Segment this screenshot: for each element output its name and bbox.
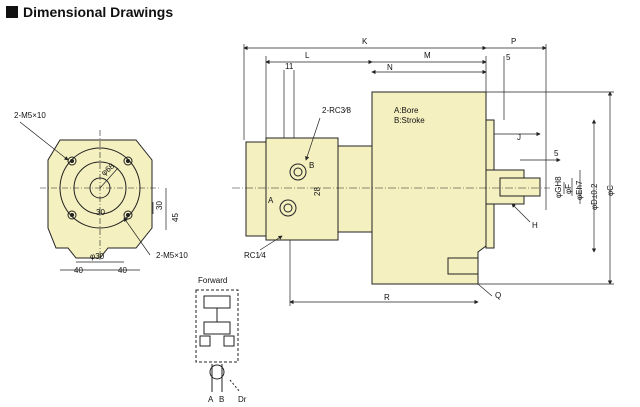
header-square-icon [6, 6, 18, 18]
label-45: 45 [171, 213, 180, 222]
label-5a: 5 [506, 53, 511, 62]
label-forward: Forward [198, 276, 227, 285]
label-rc38: 2-RC3⁄8 [322, 106, 351, 115]
label-R: R [384, 293, 390, 302]
label-sch-a: A [208, 395, 214, 404]
port-b-circle [289, 163, 307, 181]
label-N: N [387, 63, 393, 72]
label-P: P [511, 37, 516, 46]
drawing-labels: 2-M5×10 φ68 30 30 45 φ30 2-M5×10 40 40 K… [14, 37, 615, 404]
label-L: L [305, 51, 310, 60]
label-H: H [532, 221, 538, 230]
label-sch-dr: Dr [238, 395, 247, 404]
label-30: 30 [96, 208, 105, 217]
label-5b: 5 [554, 149, 559, 158]
bolt [447, 257, 479, 275]
dimension-lines [243, 44, 614, 306]
label-J: J [517, 133, 521, 142]
section-header: Dimensional Drawings [6, 3, 173, 21]
label-K: K [362, 37, 368, 46]
label-28: 28 [313, 187, 322, 196]
side-flange [245, 141, 267, 237]
label-Q: Q [495, 291, 501, 300]
label-F: φF [564, 184, 573, 194]
label-port-dim-right: 2-M5×10 [156, 251, 188, 260]
label-30b: 30 [155, 201, 164, 210]
port-block [265, 137, 339, 241]
label-port-a: A [268, 196, 274, 205]
label-M: M [424, 51, 431, 60]
label-rc14: RC1⁄4 [244, 251, 266, 260]
page-title: Dimensional Drawings [23, 4, 174, 20]
label-dia30: φ30 [90, 252, 105, 261]
side-view [232, 91, 550, 285]
label-stroke: B:Stroke [394, 116, 425, 125]
port-a-circle [279, 199, 297, 217]
label-40b: 40 [118, 266, 127, 275]
label-C: φC [606, 185, 615, 196]
neck [337, 145, 373, 233]
label-bore: A:Bore [394, 106, 419, 115]
label-Eh7: φEh7 [575, 180, 584, 200]
label-port-b: B [309, 161, 314, 170]
end-view [19, 121, 167, 271]
label-D: φD±0.2 [590, 183, 599, 210]
shaft-tip [499, 177, 541, 197]
label-11: 11 [285, 62, 294, 71]
hydraulic-schematic [195, 289, 241, 393]
label-sch-b: B [219, 395, 224, 404]
label-GH8: φGH8 [554, 176, 563, 198]
label-port-dim-left: 2-M5×10 [14, 111, 46, 120]
label-40a: 40 [74, 266, 83, 275]
